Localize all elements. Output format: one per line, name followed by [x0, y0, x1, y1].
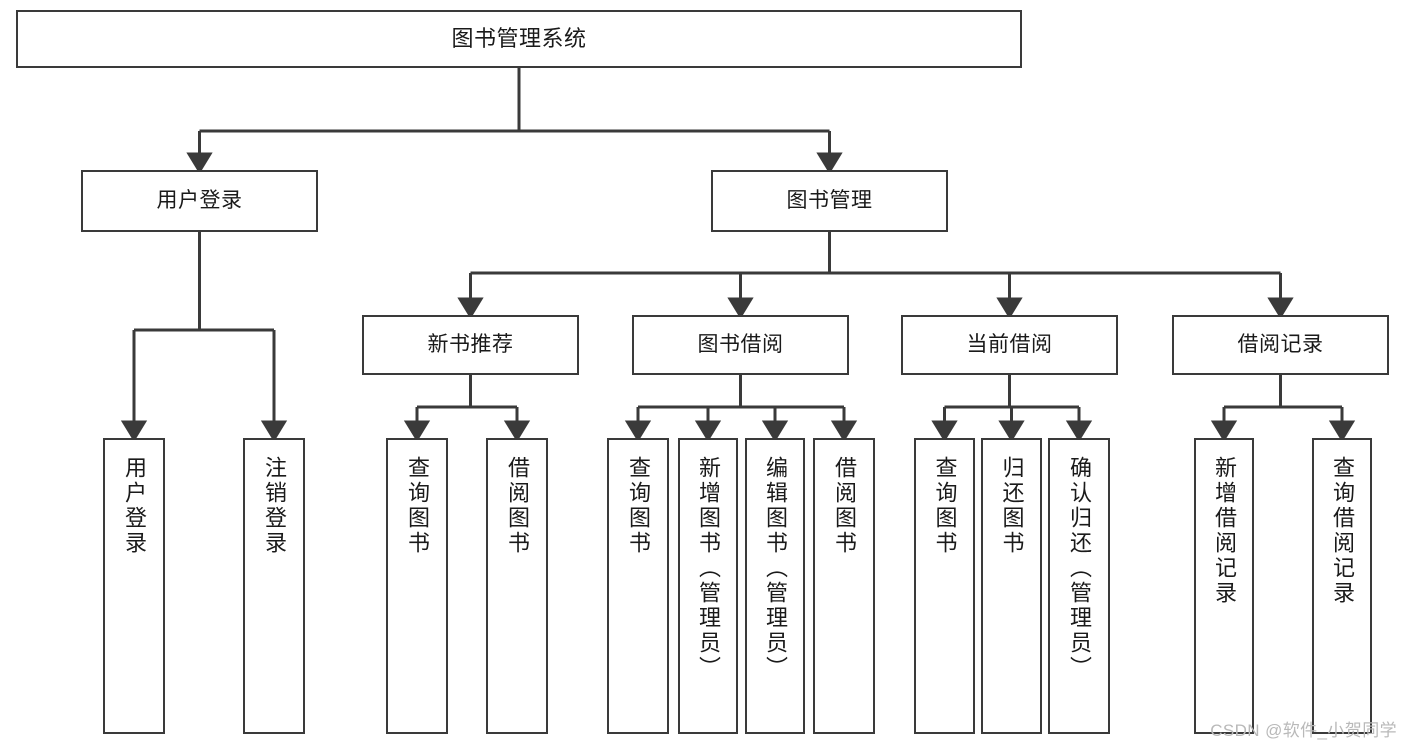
node-leaf-borrow-book-2[interactable]: 借阅图书: [813, 438, 875, 734]
node-leaf-query-book-2[interactable]: 查询图书: [607, 438, 669, 734]
node-leaf-logout[interactable]: 注销登录: [243, 438, 305, 734]
node-leaf-borrow-book-1-label: 借阅图书: [505, 456, 530, 556]
node-borrow-records[interactable]: 借阅记录: [1172, 315, 1389, 375]
node-leaf-confirm-return-admin[interactable]: 确认归还（管理员）: [1048, 438, 1110, 734]
node-leaf-return-book-label: 归还图书: [999, 456, 1025, 556]
node-leaf-return-book[interactable]: 归还图书: [981, 438, 1042, 734]
node-leaf-add-borrow-record[interactable]: 新增借阅记录: [1194, 438, 1254, 734]
node-leaf-query-borrow-record[interactable]: 查询借阅记录: [1312, 438, 1372, 734]
node-leaf-edit-book-admin[interactable]: 编辑图书（管理员）: [745, 438, 805, 734]
node-root[interactable]: 图书管理系统: [16, 10, 1022, 68]
node-leaf-edit-book-admin-label: 编辑图书（管理员）: [763, 456, 788, 681]
node-leaf-user-login[interactable]: 用户登录: [103, 438, 165, 734]
watermark: CSDN @软件_小贺同学: [1210, 721, 1397, 740]
node-leaf-logout-label: 注销登录: [262, 456, 287, 556]
node-root-label: 图书管理系统: [451, 25, 587, 51]
node-book-manage-label: 图书管理: [786, 189, 873, 213]
node-leaf-query-book-3[interactable]: 查询图书: [914, 438, 975, 734]
node-current-borrow-label: 当前借阅: [966, 333, 1053, 357]
node-leaf-user-login-label: 用户登录: [122, 456, 147, 556]
node-current-borrow[interactable]: 当前借阅: [901, 315, 1118, 375]
node-user-login-label: 用户登录: [156, 189, 243, 213]
node-book-borrow[interactable]: 图书借阅: [632, 315, 849, 375]
node-leaf-confirm-return-admin-label: 确认归还（管理员）: [1067, 456, 1092, 681]
node-new-book-recommend[interactable]: 新书推荐: [362, 315, 579, 375]
node-new-book-recommend-label: 新书推荐: [427, 333, 514, 357]
node-leaf-borrow-book-1[interactable]: 借阅图书: [486, 438, 548, 734]
node-book-borrow-label: 图书借阅: [697, 333, 784, 357]
node-leaf-query-book-3-label: 查询图书: [932, 456, 958, 556]
node-user-login[interactable]: 用户登录: [81, 170, 318, 232]
node-leaf-query-book-1[interactable]: 查询图书: [386, 438, 448, 734]
node-leaf-query-book-2-label: 查询图书: [626, 456, 651, 556]
node-leaf-query-book-1-label: 查询图书: [405, 456, 430, 556]
node-leaf-add-book-admin-label: 新增图书（管理员）: [696, 456, 721, 681]
node-leaf-borrow-book-2-label: 借阅图书: [832, 456, 857, 556]
node-borrow-records-label: 借阅记录: [1237, 333, 1324, 357]
node-leaf-query-borrow-record-label: 查询借阅记录: [1330, 456, 1355, 606]
node-leaf-add-book-admin[interactable]: 新增图书（管理员）: [678, 438, 738, 734]
node-book-manage[interactable]: 图书管理: [711, 170, 948, 232]
node-leaf-add-borrow-record-label: 新增借阅记录: [1212, 456, 1237, 606]
